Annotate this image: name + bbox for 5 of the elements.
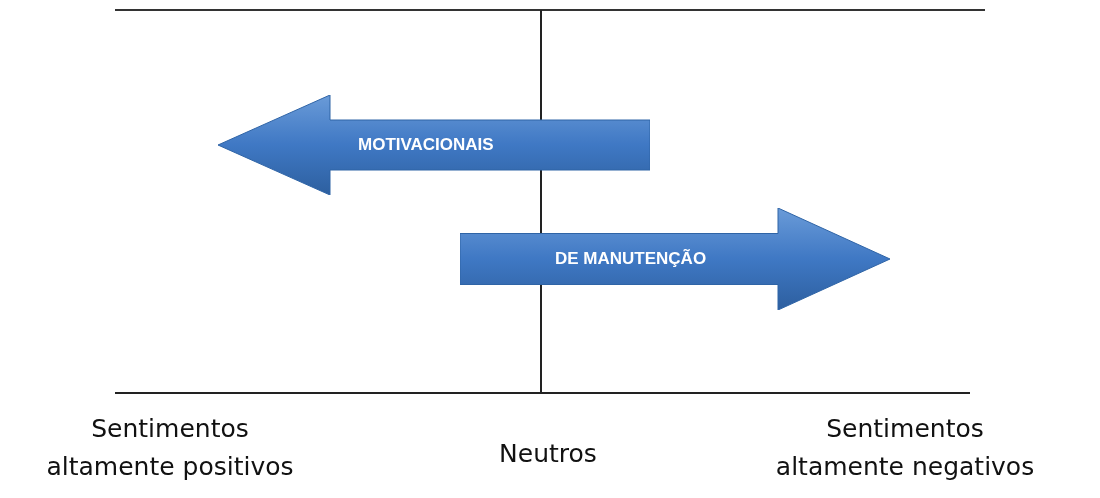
axis-label: Sentimentos altamente positivos: [45, 413, 295, 483]
axis-label: Sentimentos altamente negativos: [774, 413, 1036, 483]
arrow-label: DE MANUTENÇÃO: [555, 250, 707, 267]
axis-label: Neutros: [498, 438, 598, 470]
arrow-label: MOTIVACIONAIS: [358, 136, 494, 153]
